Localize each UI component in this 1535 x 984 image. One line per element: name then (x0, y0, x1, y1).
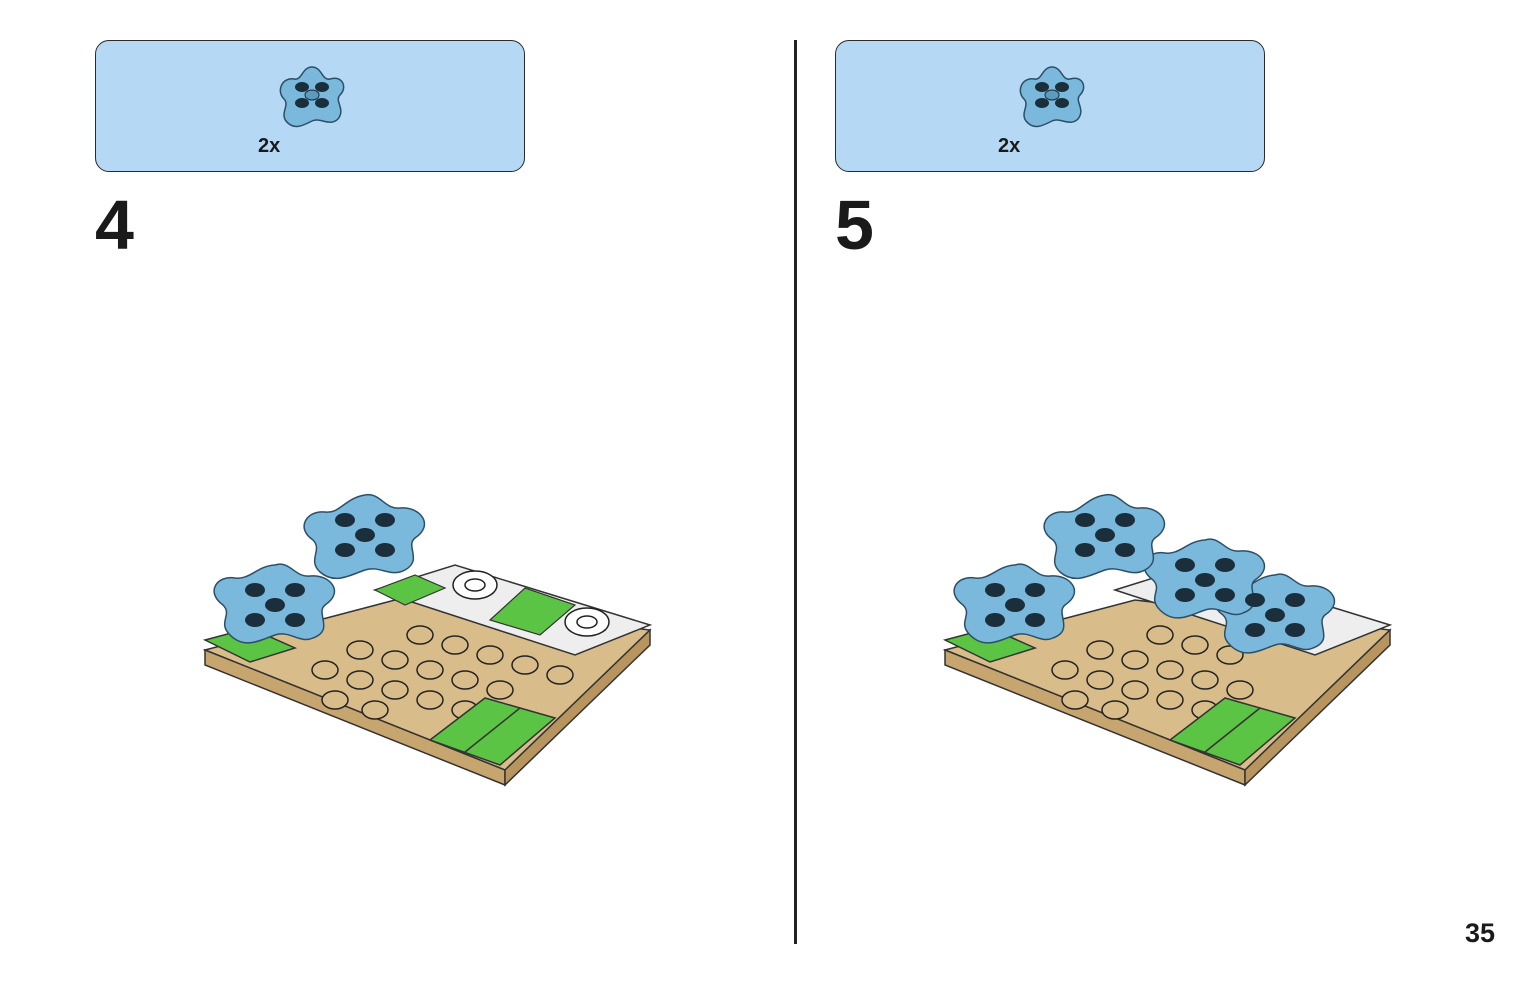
part-quantity: 2x (258, 135, 281, 157)
flower-plate-icon (1019, 66, 1085, 128)
parts-callout-step-4: 2x (95, 40, 525, 172)
part-quantity: 2x (998, 135, 1021, 157)
page-number: 35 (1464, 918, 1495, 948)
step-number: 5 (835, 186, 874, 264)
parts-callout-step-5: 2x (835, 40, 1265, 172)
step-number: 4 (95, 186, 134, 264)
step-divider (794, 40, 797, 944)
step-4-model-illustration (202, 494, 653, 787)
flower-plate-icon (279, 66, 345, 128)
step-5-model-illustration (942, 494, 1393, 787)
